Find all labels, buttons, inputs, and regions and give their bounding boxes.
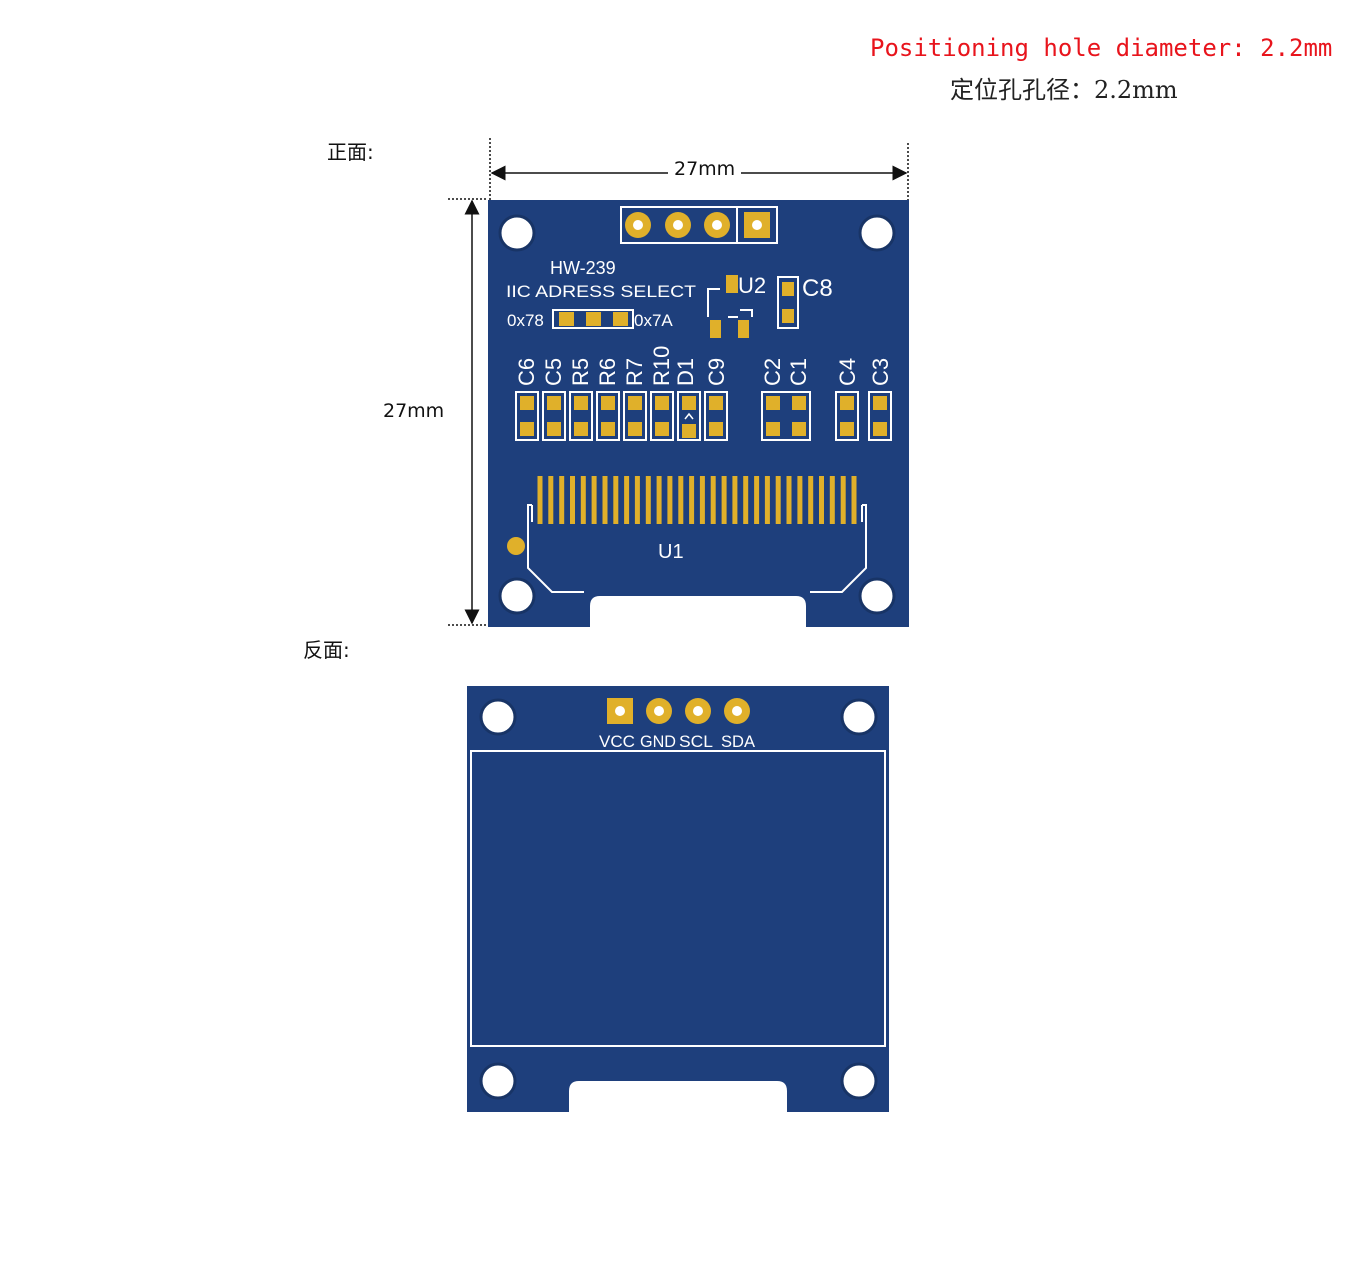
width-dimension: 27mm: [668, 158, 742, 180]
component-footprints: [515, 391, 892, 441]
component-label-c1: C1: [786, 358, 811, 386]
fpc-finger: [699, 476, 705, 524]
fpc-finger: [602, 476, 608, 524]
mounting-hole: [479, 698, 517, 736]
u1-label: U1: [658, 541, 684, 563]
fpc-finger: [689, 476, 695, 524]
component-label-r7: R7: [622, 358, 647, 386]
pin-label-sda: SDA: [721, 732, 756, 751]
component-label-c6: C6: [514, 358, 539, 386]
fpc-finger: [624, 476, 630, 524]
fpc-finger: [764, 476, 770, 524]
fpc-finger: [786, 476, 792, 524]
component-label-r6: R6: [595, 358, 620, 386]
fpc-finger: [797, 476, 803, 524]
fpc-finger: [829, 476, 835, 524]
fpc-finger: [710, 476, 716, 524]
u2-footprint: [707, 275, 753, 338]
pin-label-vcc: VCC: [599, 732, 635, 751]
fpc-finger: [580, 476, 586, 524]
mounting-hole: [858, 214, 896, 252]
c8-label: C8: [802, 275, 833, 302]
fpc-finger: [678, 476, 684, 524]
fpc-finger: [754, 476, 760, 524]
address-0x78-label: 0x78: [507, 311, 544, 330]
pin-label-gnd: GND: [640, 732, 676, 751]
mounting-hole: [840, 1062, 878, 1100]
front-view-label: 正面:: [327, 140, 374, 164]
height-dimension: 27mm: [383, 394, 445, 428]
fpc-finger: [634, 476, 640, 524]
c8-footprint: [777, 276, 799, 329]
component-label-c5: C5: [541, 358, 566, 386]
fpc-finger: [645, 476, 651, 524]
fpc-finger: [667, 476, 673, 524]
component-label-c4: C4: [835, 358, 860, 386]
iic-address-label: IIC ADRESS SELECT: [506, 282, 696, 301]
fpc-finger: [851, 476, 857, 524]
fpc-finger: [743, 476, 749, 524]
component-label-d1: D1: [673, 358, 698, 386]
u2-label: U2: [738, 273, 766, 298]
mounting-hole: [479, 1062, 517, 1100]
back-view-label: 反面:: [303, 638, 350, 662]
fpc-finger: [548, 476, 554, 524]
component-label-r10: R10: [649, 346, 674, 386]
fpc-finger: [613, 476, 619, 524]
u1-fpc-connector: [527, 476, 867, 593]
mounting-hole: [858, 577, 896, 615]
fpc-finger: [656, 476, 662, 524]
component-label-c9: C9: [704, 358, 729, 386]
mounting-hole: [498, 214, 536, 252]
fpc-finger: [537, 476, 543, 524]
fpc-finger: [732, 476, 738, 524]
mounting-hole: [840, 698, 878, 736]
mounting-hole: [498, 577, 536, 615]
header-pads: [625, 212, 770, 238]
address-0x7a-label: 0x7A: [634, 311, 673, 330]
front-board: HW-239 IIC ADRESS SELECT 0x78 0x7A U2 C8…: [488, 200, 909, 627]
fpc-finger: [591, 476, 597, 524]
fpc-finger: [808, 476, 814, 524]
pin-label-scl: SCL: [679, 732, 713, 751]
hole-diameter-title-en: Positioning hole diameter: 2.2mm: [870, 34, 1333, 62]
address-select-jumper: [552, 309, 634, 329]
fpc-finger: [775, 476, 781, 524]
fpc-finger: [819, 476, 824, 524]
fpc-finger: [840, 476, 846, 524]
fpc-finger: [559, 476, 565, 524]
display-area-outline: [470, 750, 886, 1047]
component-label-c2: C2: [760, 358, 785, 386]
component-label-c3: C3: [868, 358, 893, 386]
board-name-label: HW-239: [550, 258, 616, 278]
back-header-pads: [607, 698, 750, 724]
back-board: VCC GND SCL SDA: [467, 686, 889, 1112]
pin1-marker: [507, 537, 525, 555]
component-label-r5: R5: [568, 358, 593, 386]
fpc-finger: [721, 476, 727, 524]
hole-diameter-title-cn: 定位孔孔径：2.2mm: [950, 76, 1178, 104]
fpc-finger: [570, 476, 575, 524]
